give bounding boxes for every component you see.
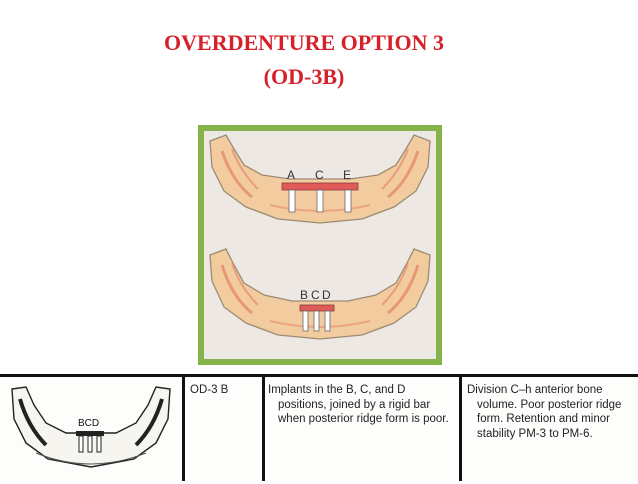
mandible-thumbnail: BCD	[6, 383, 176, 479]
mandible-bottom	[209, 248, 431, 340]
implant-figure-frame: A C E B C D	[198, 125, 442, 365]
bottom-implant-d	[324, 310, 331, 332]
option-code: OD-3 B	[190, 384, 229, 396]
slide-subtitle: (OD-3B)	[263, 64, 345, 89]
bottom-label-c: C	[311, 288, 320, 302]
table-divider	[182, 377, 185, 481]
bottom-label-d: D	[322, 288, 331, 302]
mandible-top	[209, 134, 431, 224]
bottom-implant-c	[313, 310, 320, 332]
implant-description-text: Implants in the B, C, and D positions, j…	[268, 384, 449, 425]
classification-table-row: BCD OD-3 B Implants in the B, C, and D p…	[0, 374, 638, 481]
bottom-connecting-bar	[299, 304, 335, 312]
top-implant-a	[288, 189, 296, 213]
table-divider	[459, 377, 462, 481]
top-connecting-bar	[281, 182, 359, 191]
top-label-c: C	[315, 168, 324, 182]
thumbnail-label: BCD	[78, 418, 99, 429]
slide-title: OVERDENTURE OPTION 3	[164, 30, 444, 55]
mandible-illustration: A C E B C D	[209, 134, 431, 340]
division-description: Division C–h anterior bone volume. Poor …	[467, 383, 637, 441]
implant-figure: A C E B C D	[204, 131, 436, 359]
top-implant-c	[316, 189, 324, 213]
top-implant-e	[344, 189, 352, 213]
implant-description: Implants in the B, C, and D positions, j…	[268, 383, 453, 427]
top-label-e: E	[343, 168, 351, 182]
bottom-label-b: B	[300, 288, 308, 302]
bottom-implant-b	[302, 310, 309, 332]
top-label-a: A	[287, 168, 295, 182]
table-divider	[262, 377, 265, 481]
division-description-text: Division C–h anterior bone volume. Poor …	[467, 384, 622, 440]
